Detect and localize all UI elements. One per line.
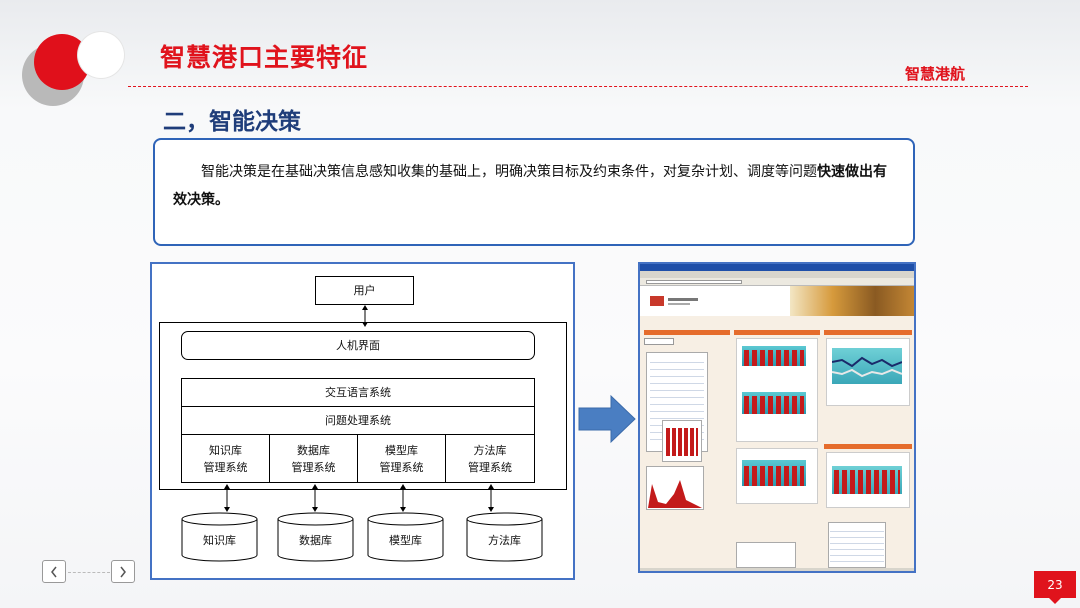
module-line2: 管理系统 bbox=[291, 460, 336, 474]
chevron-left-icon bbox=[51, 566, 57, 577]
nav-divider bbox=[68, 572, 110, 573]
system-frame bbox=[159, 322, 567, 490]
store-label: 方法库 bbox=[488, 534, 521, 547]
interaction-system-box: 交互语言系统 bbox=[181, 378, 535, 407]
module-box: 知识库管理系统 bbox=[181, 434, 270, 483]
brand-label: 智慧港航 bbox=[905, 65, 966, 83]
module-line2: 管理系统 bbox=[203, 460, 248, 474]
store-cylinder: 模型库 bbox=[367, 512, 444, 562]
section-heading: 二，智能决策 bbox=[163, 109, 301, 135]
header-divider bbox=[128, 86, 1028, 87]
description-text: 智能决策是在基础决策信息感知收集的基础上，明确决策目标及约束条件，对复杂计划、调… bbox=[201, 164, 817, 180]
prev-slide-button[interactable] bbox=[42, 560, 66, 583]
module-line1: 知识库 bbox=[209, 443, 242, 457]
next-slide-button[interactable] bbox=[111, 560, 135, 583]
module-line1: 模型库 bbox=[385, 443, 418, 457]
store-cylinder: 知识库 bbox=[181, 512, 258, 562]
slide-title: 智慧港口主要特征 bbox=[160, 43, 369, 72]
module-line1: 数据库 bbox=[297, 443, 330, 457]
window-addressbar bbox=[640, 278, 914, 286]
interaction-label: 交互语言系统 bbox=[325, 386, 391, 399]
decision-system-screenshot bbox=[638, 262, 916, 573]
portal-banner bbox=[640, 286, 914, 316]
user-label: 用户 bbox=[353, 284, 376, 297]
hci-label: 人机界面 bbox=[336, 339, 380, 352]
description-emphasis: 快速做出有效决策。 bbox=[173, 164, 887, 208]
problem-label: 问题处理系统 bbox=[325, 414, 391, 427]
store-arrow bbox=[224, 484, 230, 512]
problem-system-box: 问题处理系统 bbox=[181, 406, 535, 435]
module-box: 方法库管理系统 bbox=[445, 434, 535, 483]
chevron-right-icon bbox=[120, 566, 126, 577]
store-cylinder: 数据库 bbox=[277, 512, 354, 562]
logo-circle-white bbox=[78, 32, 124, 78]
store-label: 数据库 bbox=[299, 534, 332, 547]
user-system-arrow bbox=[362, 305, 368, 327]
module-line1: 方法库 bbox=[473, 443, 507, 457]
store-arrow bbox=[312, 484, 318, 512]
store-cylinder: 方法库 bbox=[466, 512, 543, 562]
description-box: 智能决策是在基础决策信息感知收集的基础上，明确决策目标及约束条件，对复杂计划、调… bbox=[153, 138, 915, 246]
page-number: 23 bbox=[1047, 577, 1063, 592]
hci-box: 人机界面 bbox=[181, 331, 535, 360]
portal-body bbox=[640, 316, 914, 568]
store-arrow bbox=[488, 484, 494, 512]
architecture-diagram: 用户 人机界面 交互语言系统 问题处理系统 知识库管理系统 数据库管理系统 模型… bbox=[150, 262, 575, 580]
window-titlebar bbox=[640, 264, 914, 271]
store-arrow bbox=[400, 484, 406, 512]
page-badge-pointer bbox=[1048, 597, 1062, 604]
user-box: 用户 bbox=[315, 276, 414, 305]
page-number-badge: 23 bbox=[1034, 571, 1076, 598]
module-box: 模型库管理系统 bbox=[357, 434, 446, 483]
module-line2: 管理系统 bbox=[468, 460, 512, 474]
window-menubar bbox=[640, 271, 914, 278]
module-line2: 管理系统 bbox=[379, 460, 424, 474]
store-label: 模型库 bbox=[389, 534, 422, 547]
store-label: 知识库 bbox=[203, 534, 236, 547]
right-arrow-icon bbox=[578, 394, 636, 444]
module-box: 数据库管理系统 bbox=[269, 434, 358, 483]
window-statusbar bbox=[640, 568, 914, 571]
